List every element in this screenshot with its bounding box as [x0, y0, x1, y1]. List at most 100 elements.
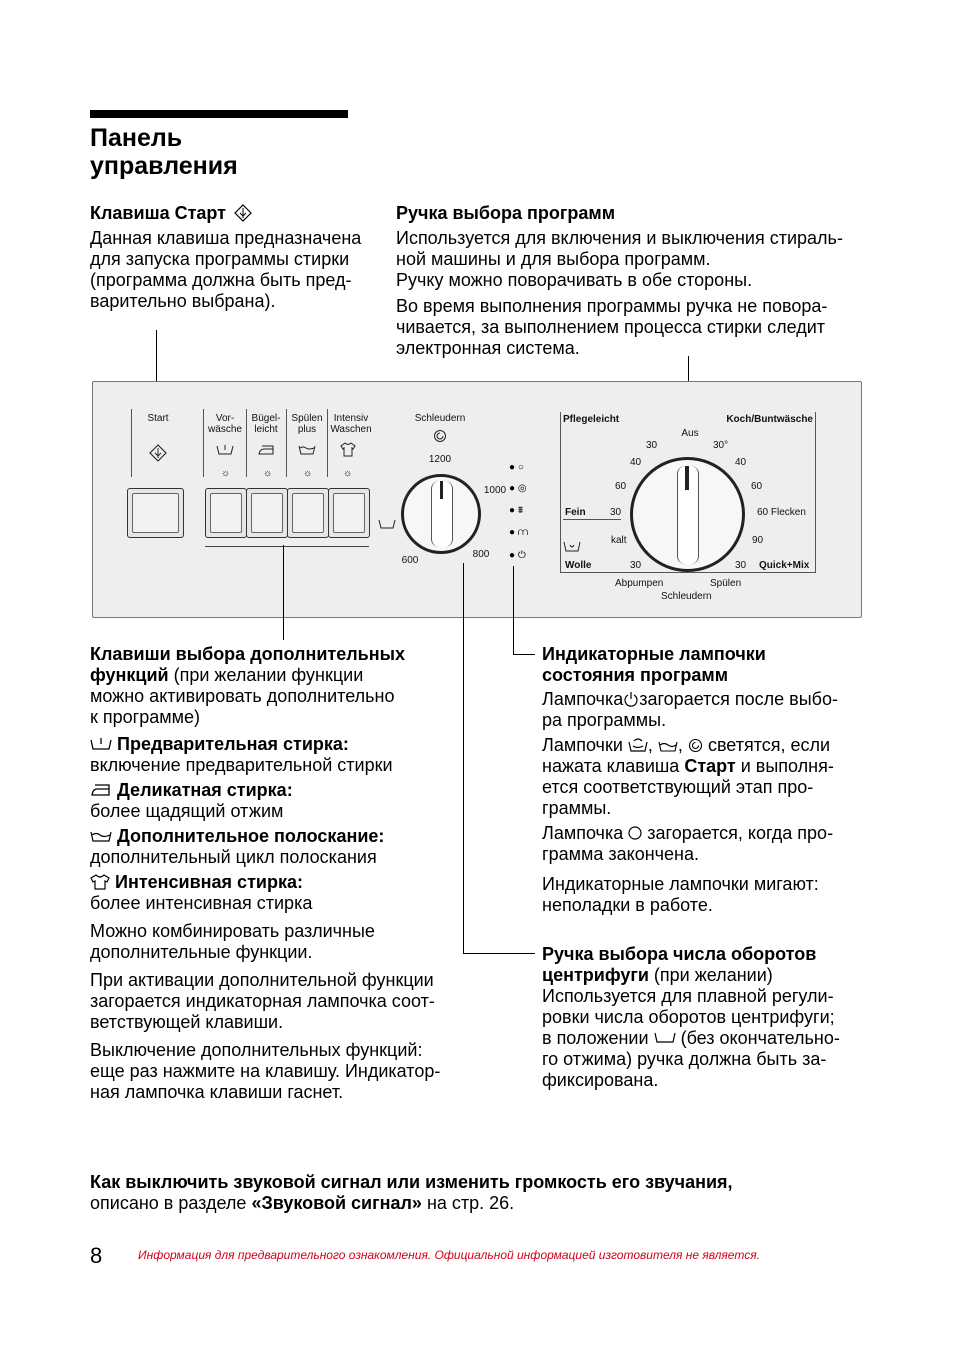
prewash-icon [90, 738, 112, 750]
options-divider-1 [203, 409, 204, 477]
iron-title: Деликатная стирка: [117, 780, 293, 800]
ind-p2c-pre: нажата клавиша [542, 756, 685, 776]
page-title: Панель управления [90, 124, 238, 180]
abpumpen-label: Abpumpen [615, 578, 664, 589]
footer-post: на стр. 26. [421, 1193, 515, 1213]
options-activate-line-3: ветствующей клавиши. [90, 1012, 284, 1032]
start-key-section: Клавиша Старт Данная клавиша предназначе… [90, 203, 390, 312]
options-section: Клавиши выбора дополнительных функций (п… [90, 644, 470, 1103]
options-heading-rest: (при желании функции [168, 665, 364, 685]
start-key-line-1: Данная клавиша предназначена [90, 228, 362, 248]
program-knob[interactable] [630, 457, 745, 572]
footer-note: Как выключить звуковой сигнал или измени… [90, 1172, 880, 1214]
spin-line-5: фиксирована. [542, 1070, 659, 1090]
wool-icon [563, 541, 581, 552]
start-key-line-4: варительно выбрана). [90, 291, 276, 311]
program-divider-right [815, 412, 816, 572]
spin-line-3b: (без окончательно- [680, 1028, 840, 1048]
prewash-panel-icon [216, 445, 234, 455]
program-knob-line-3: Ручку можно поворачивать в обе стороны. [396, 270, 753, 290]
end-circle-icon [628, 826, 642, 840]
program-divider-bottom [560, 572, 816, 573]
program-knob-b-line-1: Во время выполнения программы ручка не п… [396, 296, 828, 316]
indicators-heading-1: Индикаторные лампочки [542, 644, 766, 664]
leader-lamps-horizontal [513, 654, 535, 655]
iron-panel-icon [258, 445, 274, 455]
ind-p2a: Лампочки [542, 735, 623, 755]
ind-p3a: Лампочка [542, 823, 624, 843]
options-off-line-2: еще раз нажмите на клавишу. Индикатор- [90, 1061, 441, 1081]
options-off-text: Выключение дополнительных функций:еще ра… [90, 1040, 470, 1103]
page-number: 8 [90, 1243, 103, 1268]
ind-p2e: граммы. [542, 798, 612, 818]
indicators-heading-2: состояния программ [542, 665, 729, 685]
fein-rule [563, 519, 621, 520]
temp-left-40: 40 [630, 457, 642, 468]
footer-bold: Как выключить звуковой сигнал или измени… [90, 1172, 733, 1192]
prewash-title: Предварительная стирка: [117, 734, 349, 754]
options-underline [205, 546, 369, 547]
prewash-button[interactable] [205, 488, 247, 538]
start-divider [131, 409, 132, 477]
program-knob-section: Ручка выбора программ Используется для в… [396, 203, 866, 359]
start-label: Start [147, 413, 169, 424]
start-diamond-icon [234, 204, 252, 222]
option-item-rinse: Дополнительное полоскание: дополнительны… [90, 826, 470, 868]
footer-pre: описано в разделе [90, 1193, 252, 1213]
shirt-icon [90, 874, 110, 890]
spin-knob[interactable] [401, 474, 481, 554]
power-icon [624, 692, 638, 707]
shirt-panel-icon [340, 442, 356, 457]
option-led-1: ☼ [221, 468, 231, 479]
spin-800: 800 [472, 549, 490, 560]
option-label-rinseplus: Spülen plus [291, 413, 323, 435]
ind-p2d: ется соответствующий этап про- [542, 777, 814, 797]
option-led-3: ☼ [303, 468, 313, 479]
option-label-intensive: Intensiv Waschen [330, 413, 372, 435]
intensive-desc: более интенсивная стирка [90, 893, 313, 913]
program-knob-b-line-2: чивается, за выполнением процесса стирки… [396, 317, 826, 337]
intensive-button[interactable] [328, 488, 370, 538]
spin-line-2: ровки числа оборотов центрифуги; [542, 1007, 835, 1027]
spin-line-4: го отжима) ручка должна быть за- [542, 1049, 827, 1069]
spin-line-3a: в положении [542, 1028, 649, 1048]
pflegeleicht-label: Pflegeleicht [563, 414, 620, 425]
leader-spin-vertical [463, 563, 464, 953]
spin-heading-2: центрифуги [542, 965, 649, 985]
spin-heading-rest: (при желании) [648, 965, 773, 985]
easyiron-button[interactable] [246, 488, 288, 538]
spin-1000: 1000 [483, 485, 507, 496]
start-button[interactable] [127, 488, 184, 538]
ind-p4-2: неполадки в работе. [542, 895, 713, 915]
option-label-prewash: Vor- wäsche [208, 413, 242, 435]
lamp-power: ● ⏻ [509, 550, 526, 561]
option-led-2: ☼ [263, 468, 273, 479]
rinseplus-button[interactable] [287, 488, 329, 538]
quickmix-label: Quick+Mix [759, 560, 810, 571]
spin-lamp-icon [688, 738, 702, 753]
rinse-panel-icon [298, 445, 316, 455]
spuelen-label: Spülen [710, 578, 742, 589]
leader-spin-horizontal [463, 953, 535, 954]
wolle-label: Wolle [565, 560, 592, 571]
spin-1200: 1200 [428, 454, 452, 465]
temp-left-30b: 30 [610, 507, 622, 518]
ind-p1c: ра программы. [542, 710, 667, 730]
schleudern-label: Schleudern [414, 413, 466, 424]
lamp-spin: ● ◎ [509, 483, 527, 494]
options-activate-line-2: загорается индикаторная лампочка соот- [90, 991, 435, 1011]
aus-label: Aus [681, 428, 699, 439]
temp-right-40: 40 [735, 457, 747, 468]
program-knob-line-1: Используется для включения и выключения … [396, 228, 843, 248]
options-intro-line-1: можно активировать дополнительно [90, 686, 395, 706]
program-knob-b-line-3: электронная система. [396, 338, 580, 358]
rinse-lamp-icon [658, 741, 678, 752]
schleudern-bottom-label: Schleudern [661, 591, 712, 602]
lamp-wash: ● ⩋ [509, 527, 528, 538]
options-divider-2 [246, 409, 247, 477]
temp-kalt: kalt [611, 535, 627, 546]
options-off-line-1: Выключение дополнительных функций: [90, 1040, 423, 1060]
options-divider-3 [286, 409, 287, 477]
start-key-heading: Клавиша Старт [90, 203, 226, 223]
start-key-line-2: для запуска программы стирки [90, 249, 350, 269]
